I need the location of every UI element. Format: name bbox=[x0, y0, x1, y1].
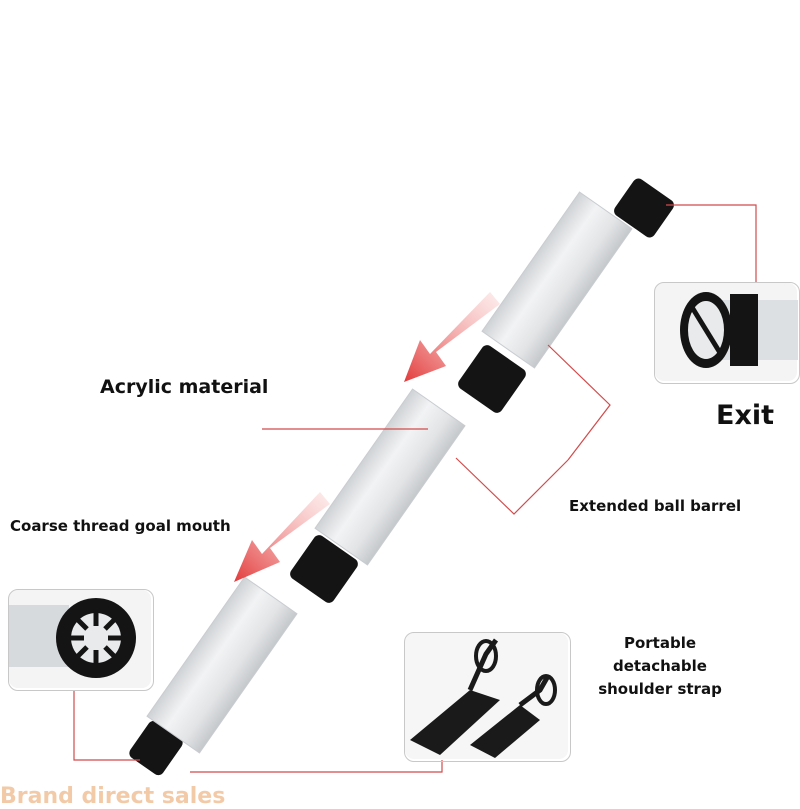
goal-mouth-inset-art bbox=[9, 590, 151, 688]
strap-label-line-1: Portable bbox=[623, 634, 697, 652]
shoulder-strap-label: Portable detachable shoulder strap bbox=[570, 632, 750, 701]
bottom-cap bbox=[129, 720, 183, 776]
upper-tube bbox=[481, 191, 633, 369]
extended-leader-upper bbox=[547, 344, 611, 461]
top-cap bbox=[614, 178, 674, 238]
upper-connector bbox=[458, 345, 526, 413]
middle-tube bbox=[314, 388, 466, 566]
goal-mouth-inset bbox=[8, 589, 154, 691]
watermark-text: Brand direct sales bbox=[0, 784, 226, 809]
flow-arrow-lower bbox=[234, 492, 330, 582]
mouth-leader bbox=[73, 690, 140, 761]
leader-lines bbox=[73, 204, 757, 773]
strap-label-line-2: detachable bbox=[613, 657, 707, 675]
ball-tube bbox=[129, 178, 674, 776]
extended-leader-lower bbox=[455, 457, 569, 515]
exit-leader bbox=[666, 204, 757, 282]
exit-inset-art bbox=[655, 283, 798, 381]
extended-barrel-label: Extended ball barrel bbox=[569, 497, 742, 515]
flow-arrow-upper bbox=[404, 292, 500, 382]
lower-connector bbox=[290, 535, 358, 603]
coarse-thread-label: Coarse thread goal mouth bbox=[10, 517, 231, 535]
strap-leader bbox=[190, 760, 443, 773]
exit-label: Exit bbox=[716, 400, 775, 431]
exit-inset bbox=[654, 282, 800, 384]
acrylic-material-label: Acrylic material bbox=[100, 376, 269, 398]
strap-inset-art bbox=[405, 633, 568, 759]
lower-tube bbox=[146, 576, 298, 754]
shoulder-strap-inset bbox=[404, 632, 571, 762]
strap-label-line-3: shoulder strap bbox=[598, 680, 722, 698]
